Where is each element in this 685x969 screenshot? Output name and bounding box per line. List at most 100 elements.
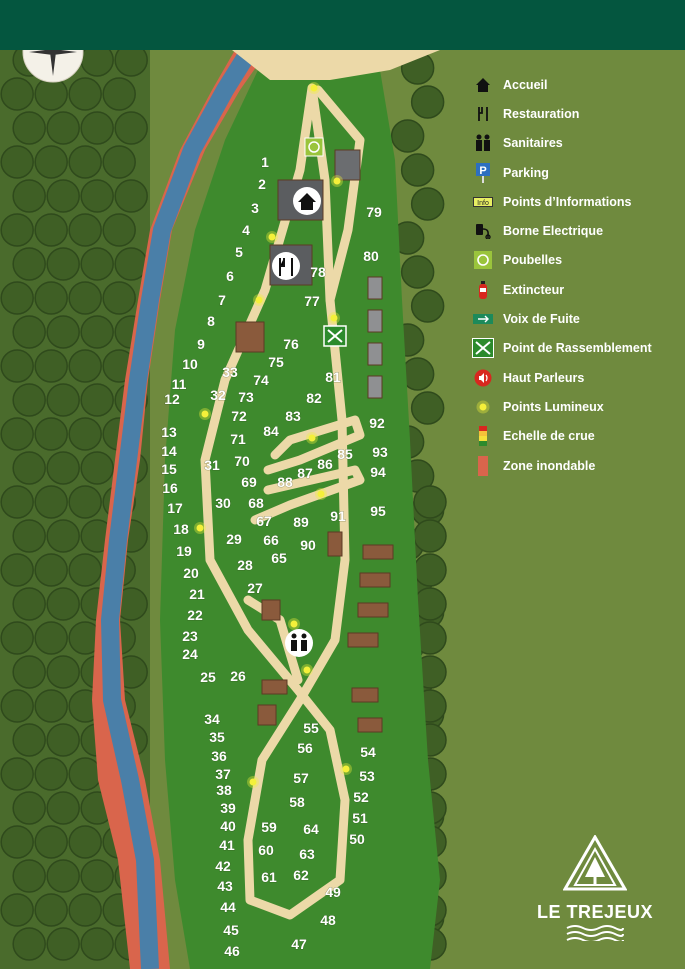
legend-item-accueil: Accueil bbox=[470, 70, 680, 99]
tree-icon bbox=[68, 893, 102, 927]
tree-icon bbox=[114, 179, 148, 213]
light-point-icon bbox=[301, 664, 313, 676]
tree-icon bbox=[80, 927, 114, 961]
pitch-number-11: 11 bbox=[172, 376, 187, 392]
light-point-icon bbox=[470, 397, 496, 417]
pitch-number-92: 92 bbox=[369, 415, 385, 431]
tree-icon bbox=[0, 757, 34, 791]
legend-item-extincteur: Extincteur bbox=[470, 275, 680, 304]
pitch-number-28: 28 bbox=[237, 557, 253, 573]
pitch-number-88: 88 bbox=[277, 474, 293, 490]
pitch-number-74: 74 bbox=[253, 372, 269, 388]
pitch-number-10: 10 bbox=[182, 356, 198, 372]
compass-rose-icon bbox=[22, 50, 84, 83]
tree-icon bbox=[34, 689, 68, 723]
pitch-number-63: 63 bbox=[299, 846, 315, 862]
tree-icon bbox=[114, 111, 148, 145]
tree-icon bbox=[102, 281, 136, 315]
pitch-number-64: 64 bbox=[303, 821, 319, 837]
legend-item-sanitaires: Sanitaires bbox=[470, 129, 680, 158]
pitch-number-53: 53 bbox=[359, 768, 375, 784]
flood-zone-icon bbox=[470, 455, 496, 476]
tree-icon bbox=[413, 485, 447, 519]
tree-icon bbox=[68, 77, 102, 111]
map-legend: Accueil Restauration Sanitaires P Parkin… bbox=[470, 70, 680, 480]
tree-icon bbox=[80, 383, 114, 417]
tree-icon bbox=[68, 553, 102, 587]
pitch-number-81: 81 bbox=[325, 369, 341, 385]
light-point-icon bbox=[266, 231, 278, 243]
assembly-point-icon bbox=[470, 338, 496, 359]
pitch-number-93: 93 bbox=[372, 444, 388, 460]
pitch-number-56: 56 bbox=[297, 740, 313, 756]
tree-icon bbox=[410, 85, 445, 119]
light-point-icon bbox=[328, 312, 340, 324]
pitch-number-15: 15 bbox=[161, 461, 177, 477]
tree-icon bbox=[68, 825, 102, 859]
tree-icon bbox=[80, 111, 114, 145]
tree-icon bbox=[46, 859, 80, 893]
pitch-number-45: 45 bbox=[223, 922, 239, 938]
light-point-icon bbox=[308, 82, 320, 94]
loudspeaker-icon bbox=[470, 368, 496, 388]
tree-icon bbox=[390, 119, 425, 153]
pitch-number-13: 13 bbox=[161, 424, 177, 440]
recycle-bin-icon bbox=[470, 250, 496, 270]
tree-icon bbox=[12, 859, 46, 893]
tree-icon bbox=[413, 553, 447, 587]
svg-text:P: P bbox=[479, 165, 486, 177]
waves-icon bbox=[566, 925, 624, 943]
pitch-number-94: 94 bbox=[370, 464, 386, 480]
tree-icon bbox=[12, 927, 46, 961]
tree-icon bbox=[0, 213, 34, 247]
tree-icon bbox=[80, 50, 114, 77]
light-point-icon bbox=[306, 432, 318, 444]
entrance-road bbox=[232, 50, 440, 80]
cabins bbox=[235, 149, 394, 733]
tree-icon bbox=[0, 825, 34, 859]
pitch-number-30: 30 bbox=[215, 495, 231, 511]
pitch-number-84: 84 bbox=[263, 423, 279, 439]
pitch-number-68: 68 bbox=[248, 495, 264, 511]
legend-label: Sanitaires bbox=[503, 136, 563, 151]
tree-icon bbox=[46, 587, 80, 621]
pitch-number-79: 79 bbox=[366, 204, 382, 220]
pitch-number-62: 62 bbox=[293, 867, 309, 883]
pitch-number-59: 59 bbox=[261, 819, 277, 835]
flood-scale-icon bbox=[470, 426, 496, 447]
pitch-number-57: 57 bbox=[293, 770, 309, 786]
tree-icon bbox=[34, 825, 68, 859]
light-point-icon bbox=[247, 776, 259, 788]
restaurant-marker-icon bbox=[272, 252, 300, 280]
tree-icon bbox=[12, 247, 46, 281]
top-banner bbox=[0, 0, 685, 50]
pitch-number-1: 1 bbox=[261, 154, 269, 170]
pitch-number-49: 49 bbox=[325, 884, 341, 900]
restroom-icon bbox=[470, 133, 496, 153]
tree-icon bbox=[34, 281, 68, 315]
pitch-number-34: 34 bbox=[204, 711, 220, 727]
tree-icon bbox=[34, 349, 68, 383]
tree-icon bbox=[12, 723, 46, 757]
pitch-number-22: 22 bbox=[187, 607, 203, 623]
ev-charger-icon bbox=[470, 221, 496, 241]
tree-icon bbox=[34, 553, 68, 587]
tree-icon bbox=[34, 213, 68, 247]
recycle-marker-icon bbox=[304, 137, 324, 157]
tree-icon bbox=[34, 77, 68, 111]
tree-icon bbox=[68, 485, 102, 519]
tree-icon bbox=[46, 791, 80, 825]
pitch-number-4: 4 bbox=[242, 222, 250, 238]
tree-icon bbox=[0, 553, 34, 587]
light-point-icon bbox=[315, 488, 327, 500]
svg-text:Info: Info bbox=[477, 200, 489, 207]
pitch-number-58: 58 bbox=[289, 794, 305, 810]
pitch-number-23: 23 bbox=[182, 628, 198, 644]
pitch-number-46: 46 bbox=[224, 943, 240, 959]
pitch-number-26: 26 bbox=[230, 668, 246, 684]
pitch-number-54: 54 bbox=[360, 744, 376, 760]
legend-item-poubelles: Poubelles bbox=[470, 246, 680, 275]
pitch-number-77: 77 bbox=[304, 293, 320, 309]
legend-item-borne: Borne Electrique bbox=[470, 216, 680, 245]
pitch-number-47: 47 bbox=[291, 936, 307, 952]
